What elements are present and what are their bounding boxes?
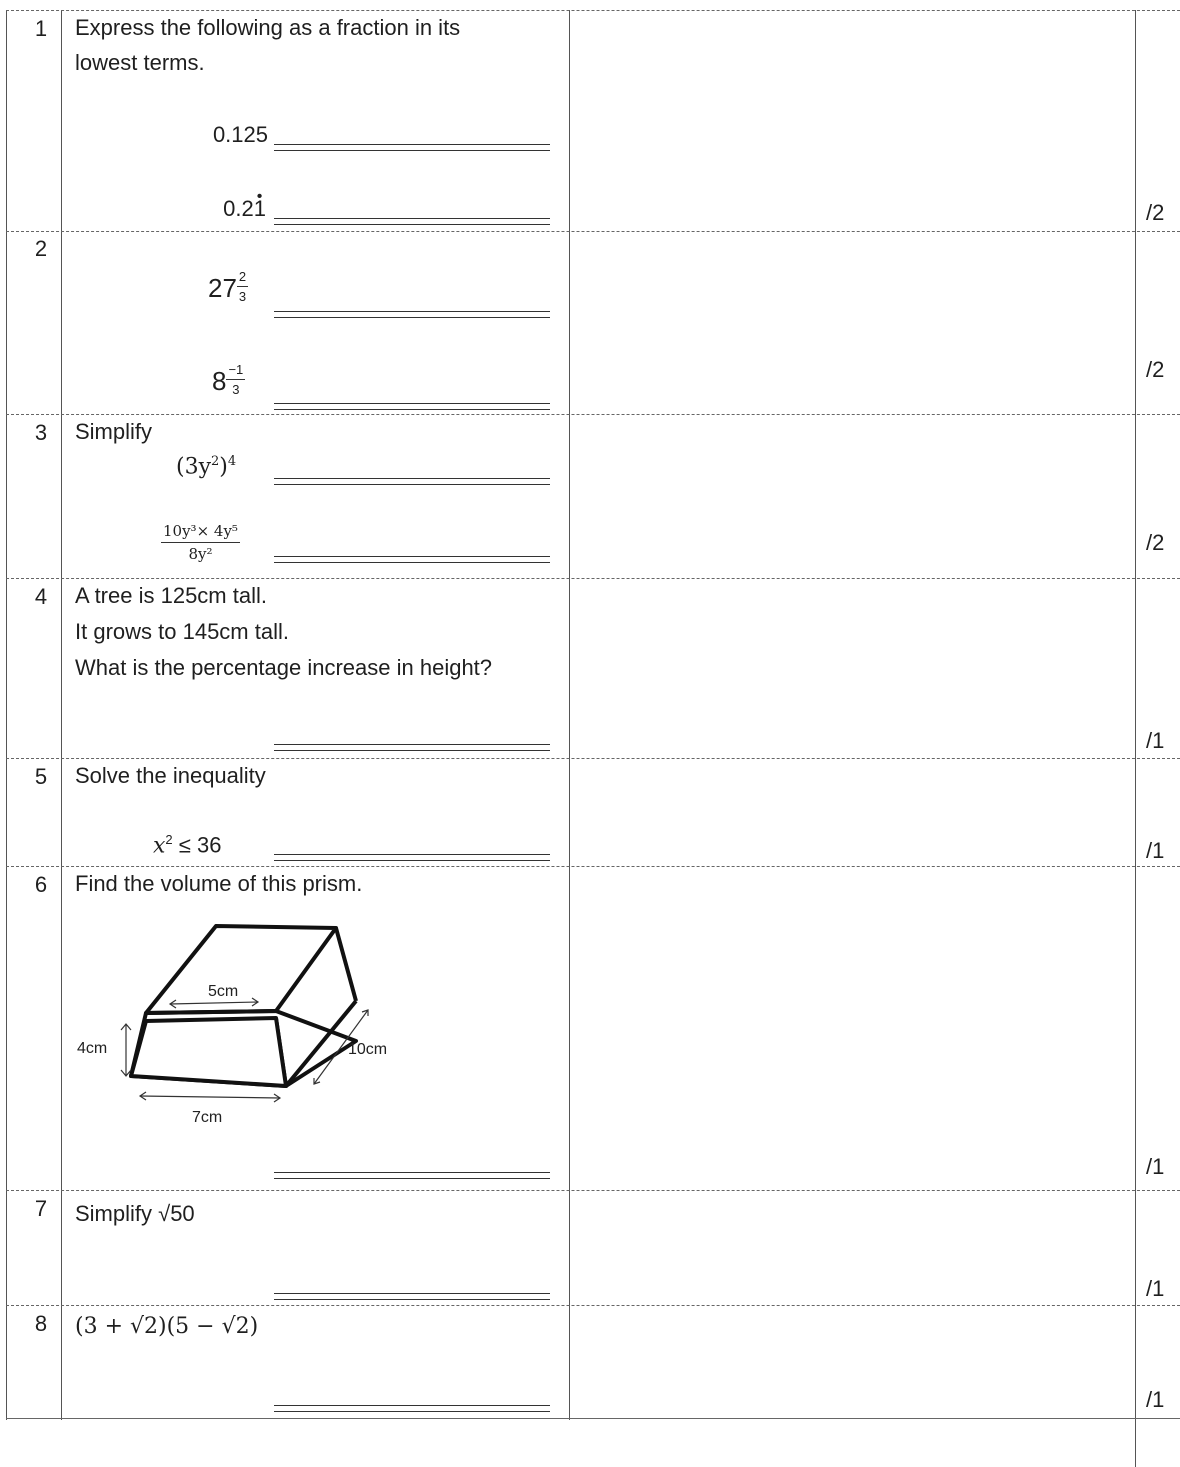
question-4: 4 A tree is 125cm tall. It grows to 145c… xyxy=(6,578,1180,758)
row-divider xyxy=(6,758,1180,759)
row-divider xyxy=(6,578,1180,579)
question-text-line: Express the following as a fraction in i… xyxy=(75,15,461,40)
marks-label: /2 xyxy=(1146,530,1165,555)
label-height: 4cm xyxy=(77,1040,107,1057)
marks-label: /1 xyxy=(1146,1154,1165,1179)
marks-label: /1 xyxy=(1146,728,1165,753)
label-top-width: 5cm xyxy=(208,983,238,1000)
question-1: 1 Express the following as a fraction in… xyxy=(6,10,1180,231)
answer-line[interactable] xyxy=(274,744,550,751)
answer-line[interactable] xyxy=(274,1405,550,1412)
question-number: 1 xyxy=(34,16,48,41)
row-divider xyxy=(6,10,1180,11)
question-text-line: Simplify √50 xyxy=(75,1201,195,1226)
table-border-left xyxy=(6,10,7,1420)
marks-column-divider xyxy=(1135,10,1136,1467)
question-text-line: Find the volume of this prism. xyxy=(75,871,363,896)
answer-line[interactable] xyxy=(274,478,550,485)
question-number: 3 xyxy=(34,420,48,445)
inequality: x2 ≤ 36 xyxy=(153,832,222,859)
row-divider xyxy=(6,1190,1180,1191)
answer-line[interactable] xyxy=(274,403,550,410)
question-5: 5 Solve the inequality x2 ≤ 36 /1 xyxy=(6,758,1180,866)
prism-front-face xyxy=(129,1016,288,1088)
prism-diagram: 5cm 4cm 7cm 10cm xyxy=(77,924,387,1126)
marks-label: /1 xyxy=(1146,1387,1165,1412)
question-number: 2 xyxy=(34,236,48,261)
question-text-line: A tree is 125cm tall. xyxy=(75,583,267,608)
answer-line[interactable] xyxy=(274,1293,550,1300)
answer-line[interactable] xyxy=(274,854,550,861)
question-text-line: What is the percentage increase in heigh… xyxy=(75,655,493,680)
question-expression: (3 + √2)(5 − √2) xyxy=(75,1314,259,1339)
question-number: 7 xyxy=(34,1196,48,1221)
answer-line[interactable] xyxy=(274,311,550,318)
question-text-line: It grows to 145cm tall. xyxy=(75,619,289,644)
label-bottom-width: 7cm xyxy=(192,1109,222,1126)
number-column-divider xyxy=(61,10,62,1420)
marks-label: /1 xyxy=(1146,1276,1165,1301)
answer-line[interactable] xyxy=(274,218,550,225)
question-6: 6 Find the volume of this prism. xyxy=(6,866,1180,1190)
expression-power: (3y2)4 xyxy=(176,454,237,480)
question-8: 8 (3 + √2)(5 − √2) /1 xyxy=(6,1305,1180,1418)
marks-label: /2 xyxy=(1146,357,1165,382)
question-7: 7 Simplify √50 /1 xyxy=(6,1190,1180,1305)
recurring-decimal: 0.21• xyxy=(223,188,266,221)
question-text-line: Solve the inequality xyxy=(75,763,266,788)
question-number: 4 xyxy=(34,584,48,609)
question-text-line: lowest terms. xyxy=(75,50,205,75)
row-divider xyxy=(6,1418,1180,1419)
answer-line[interactable] xyxy=(274,1172,550,1179)
row-divider xyxy=(6,414,1180,415)
prism-top-face xyxy=(144,924,338,1015)
row-divider xyxy=(6,866,1180,867)
answer-line[interactable] xyxy=(274,556,550,563)
question-number: 5 xyxy=(34,764,48,789)
marks-label: /2 xyxy=(1146,200,1165,225)
row-divider xyxy=(6,1305,1180,1306)
marks-label: /1 xyxy=(1146,838,1165,863)
answer-line[interactable] xyxy=(274,144,550,151)
decimal-0-125: 0.125 xyxy=(212,122,268,147)
working-column-divider xyxy=(569,10,570,1420)
row-divider xyxy=(6,231,1180,232)
worksheet-table: 1 Express the following as a fraction in… xyxy=(6,10,1180,1467)
question-number: 6 xyxy=(34,872,48,897)
question-text-line: Simplify xyxy=(75,419,153,444)
label-length: 10cm xyxy=(348,1041,387,1058)
question-number: 8 xyxy=(34,1311,48,1336)
